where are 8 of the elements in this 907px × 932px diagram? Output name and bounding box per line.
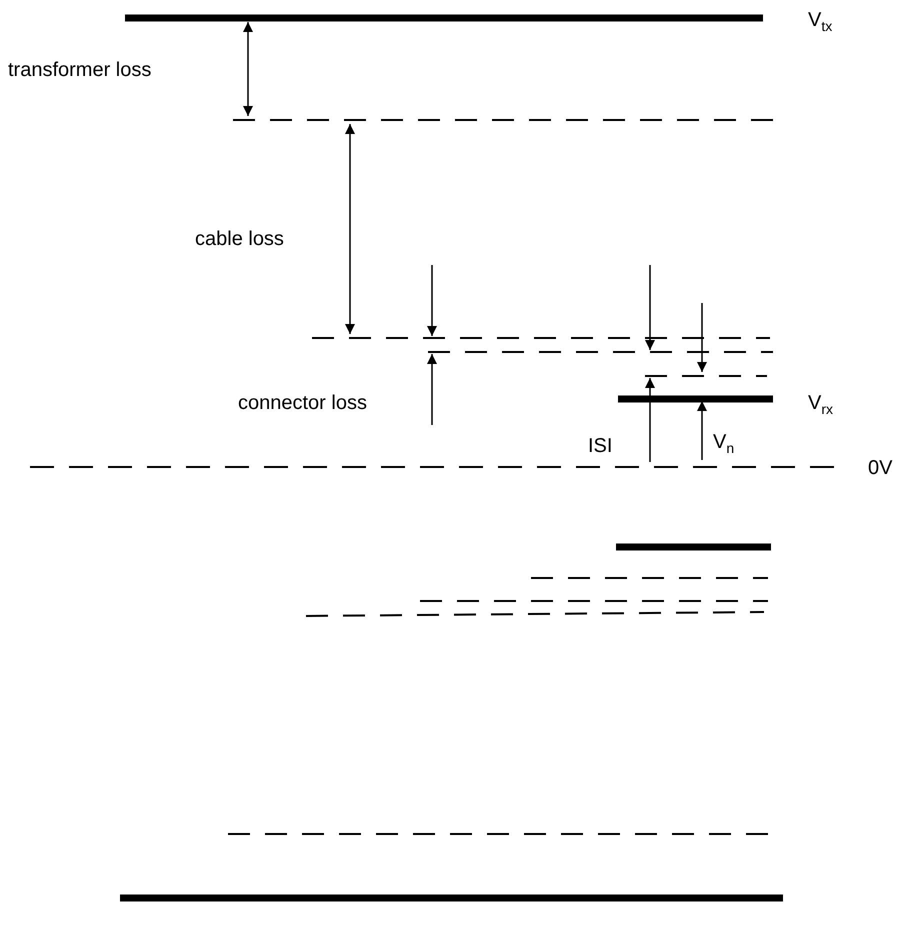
level-label: transformer loss	[8, 60, 152, 80]
level-label: V$_{n}$	[713, 432, 734, 455]
level-label: ISI	[588, 436, 612, 456]
level-label: connector loss	[238, 393, 367, 413]
level-label: 0V	[868, 458, 892, 478]
level-label: cable loss	[195, 229, 284, 249]
level-label: V$_{rx}$	[808, 393, 834, 416]
level-label: V$_{tx}$	[808, 10, 832, 33]
